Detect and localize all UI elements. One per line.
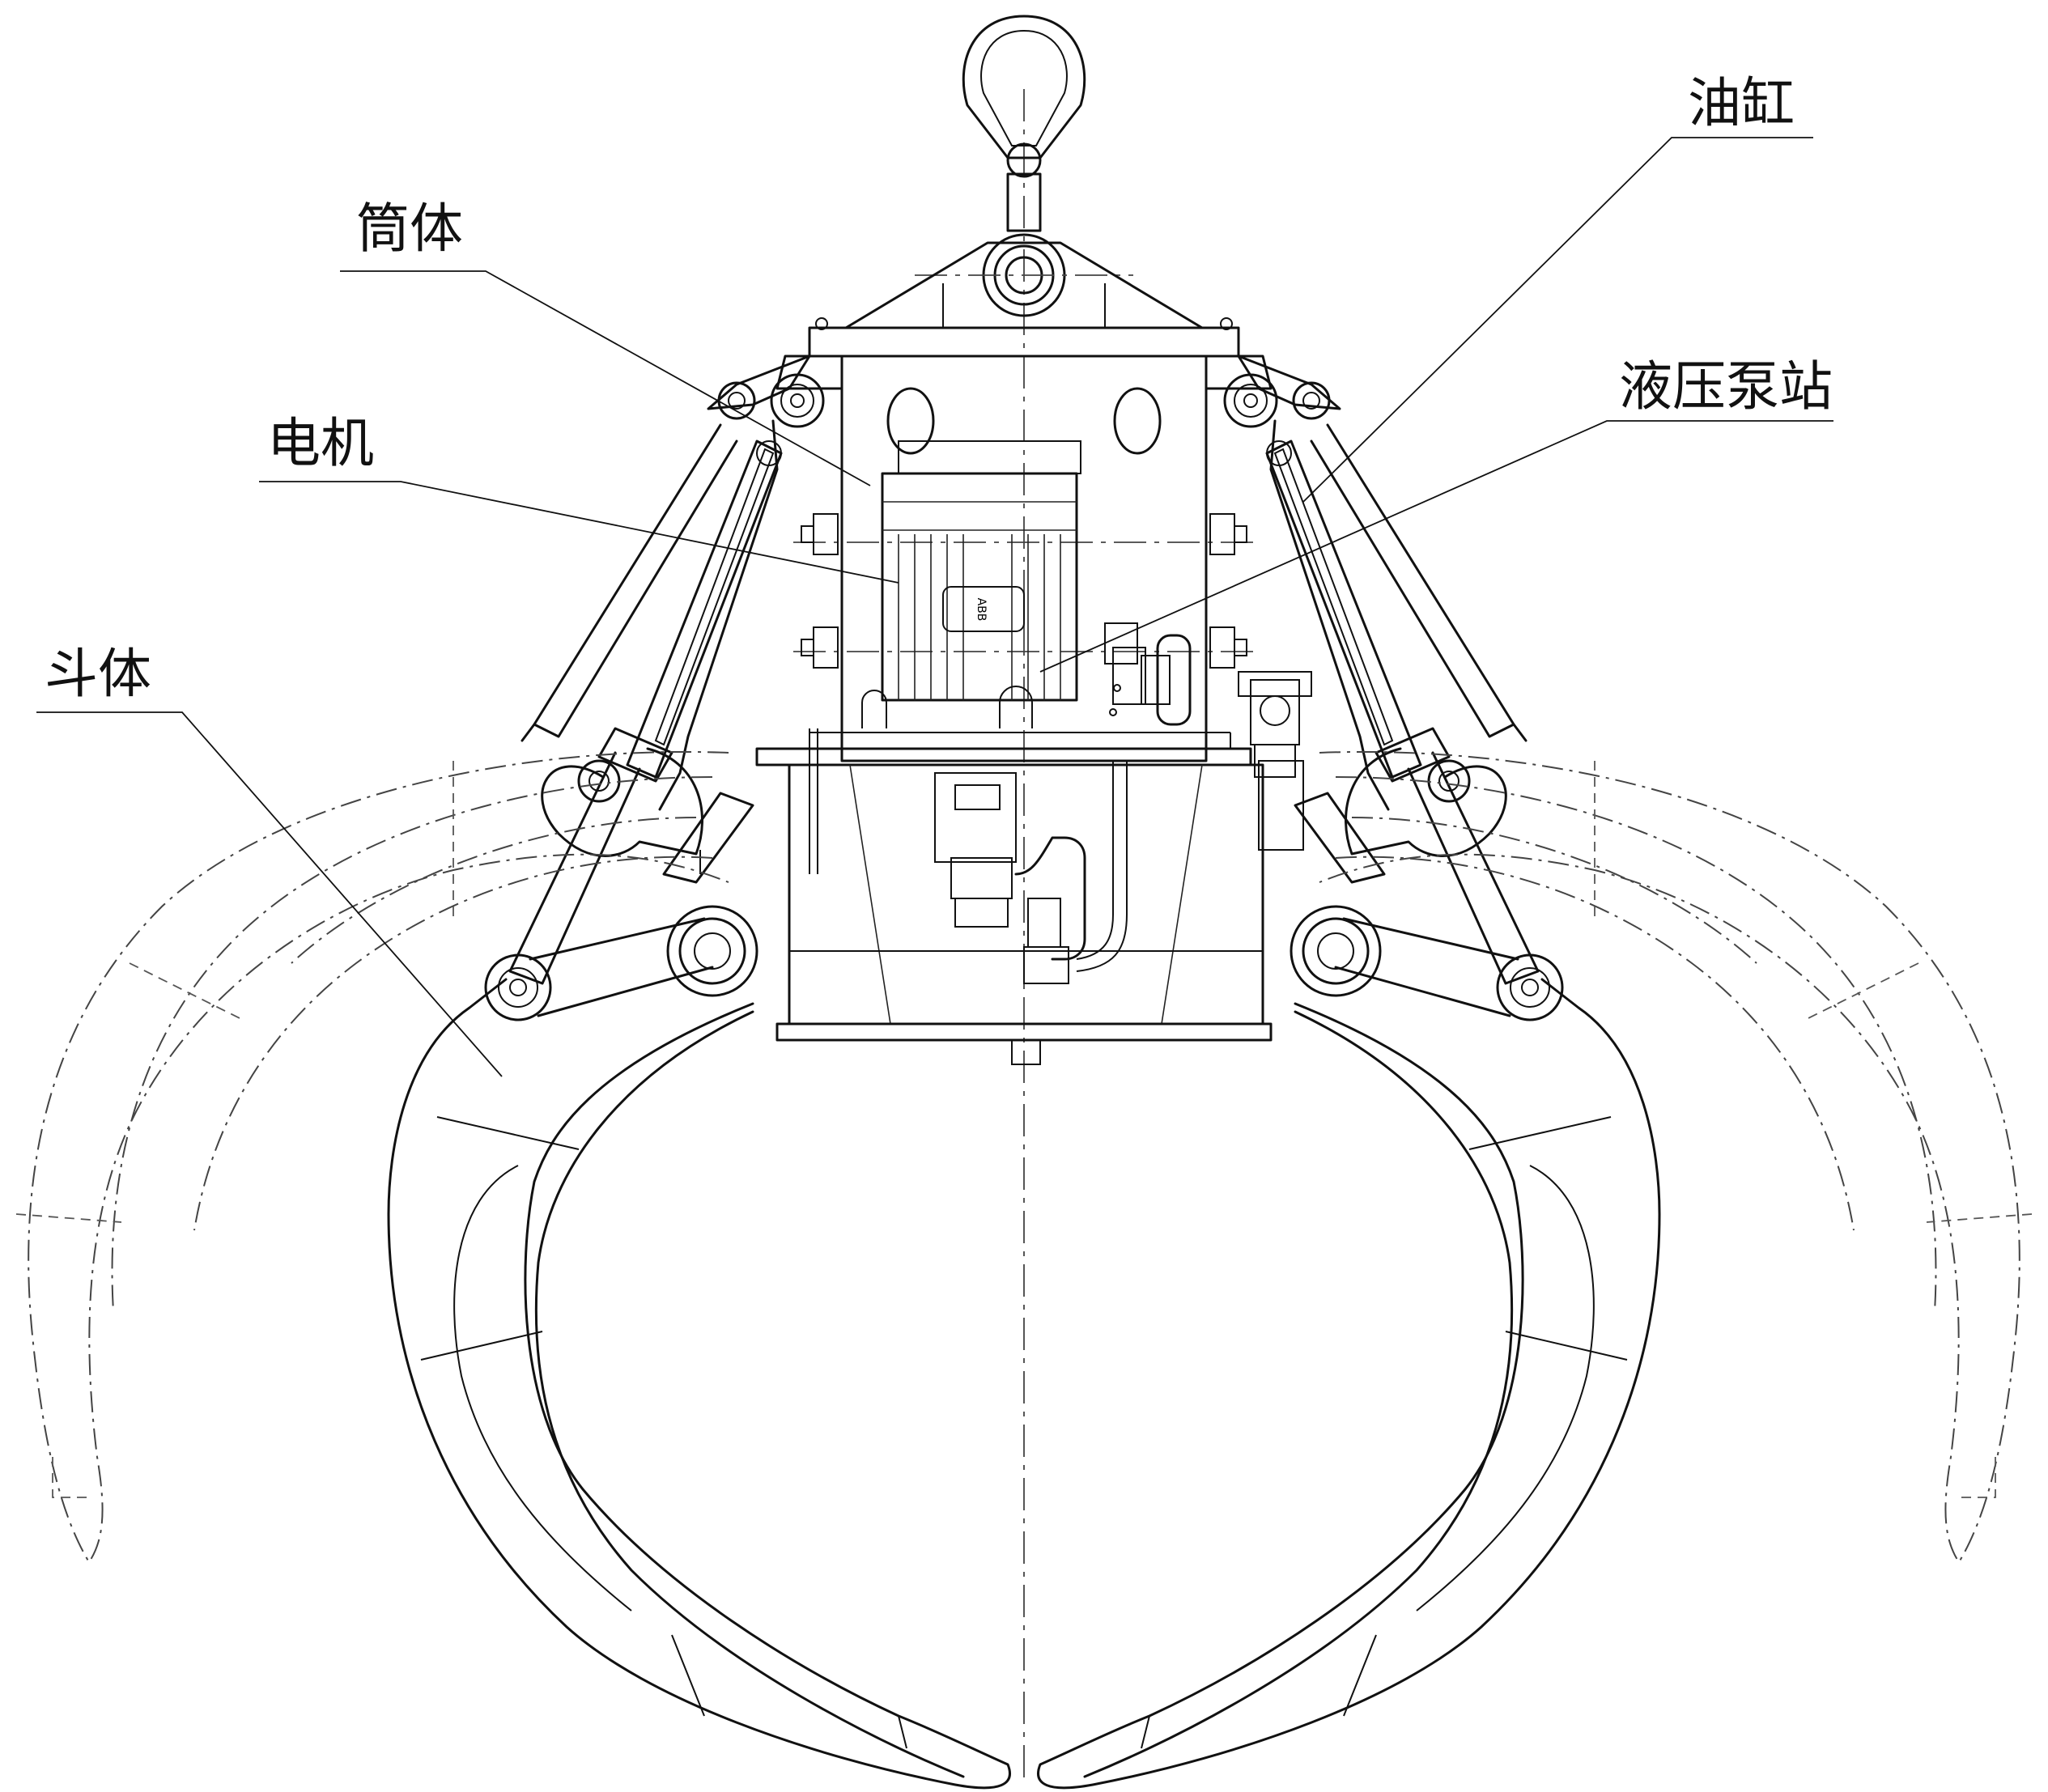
right-linkage-bar [1290,751,1564,1021]
shell-body [775,355,1273,762]
label-pump-station: 液压泵站 [1619,355,1833,418]
left-arm [520,355,825,811]
label-motor: 电机 [267,412,374,474]
lifting-eye [915,15,1133,317]
motor-nameplate: ABB [975,598,988,622]
left-jaw-open-position [15,750,729,1564]
left-hydraulic-cylinder [541,440,783,857]
label-cylinder: 油缸 [1688,72,1795,134]
side-fittings [801,513,1247,669]
label-shell: 筒体 [356,197,463,260]
right-arm [1223,355,1528,811]
right-jaw-open-position [1319,750,2033,1564]
label-bucket: 斗体 [45,643,151,705]
lower-housing [775,728,1304,1065]
left-linkage-bar [484,751,758,1021]
leader-lines [36,137,1833,1077]
motor: ABB [861,440,1081,728]
right-jaw [1037,978,1661,1790]
hydraulic-pump-station [1104,622,1312,778]
left-jaw [387,978,1011,1790]
